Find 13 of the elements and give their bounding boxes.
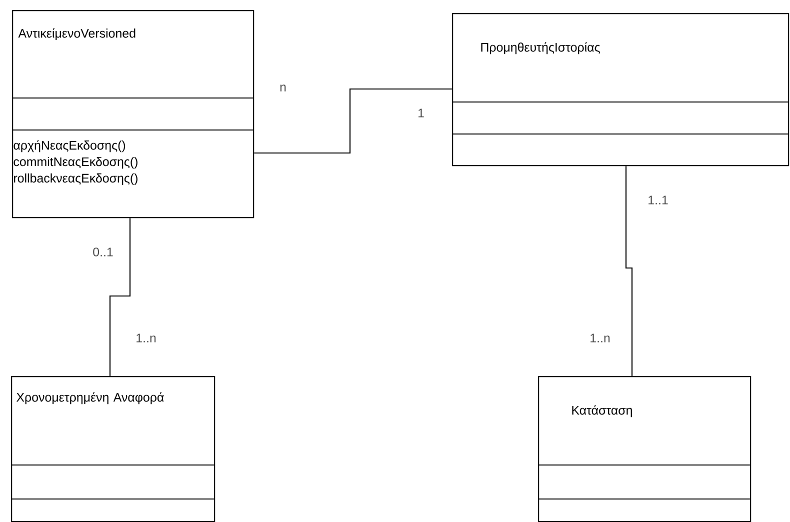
multiplicity-label: 1..n [590,334,610,342]
multiplicity-label: 0..1 [93,248,113,256]
multiplicity-label: 1 [418,108,424,118]
multiplicity-label: 1..1 [648,196,668,204]
association-line [109,218,131,376]
class-box: ΑντικείμενοVersioned αρχήΝεαςΕκδοσης() commitΝεαςΕκδοσης() rollbackνεαςΕκδοσης() [12,10,254,218]
class-box: ΠρομηθευτήςΙστορίας [452,13,790,166]
multiplicity-label: n [280,84,286,92]
multiplicity-label: 1..n [136,334,156,342]
class-box: Κατάσταση [538,376,752,522]
association-line [625,166,633,376]
association-line [254,88,452,154]
class-box: Χρονομετρημένη Αναφορά [11,376,216,522]
